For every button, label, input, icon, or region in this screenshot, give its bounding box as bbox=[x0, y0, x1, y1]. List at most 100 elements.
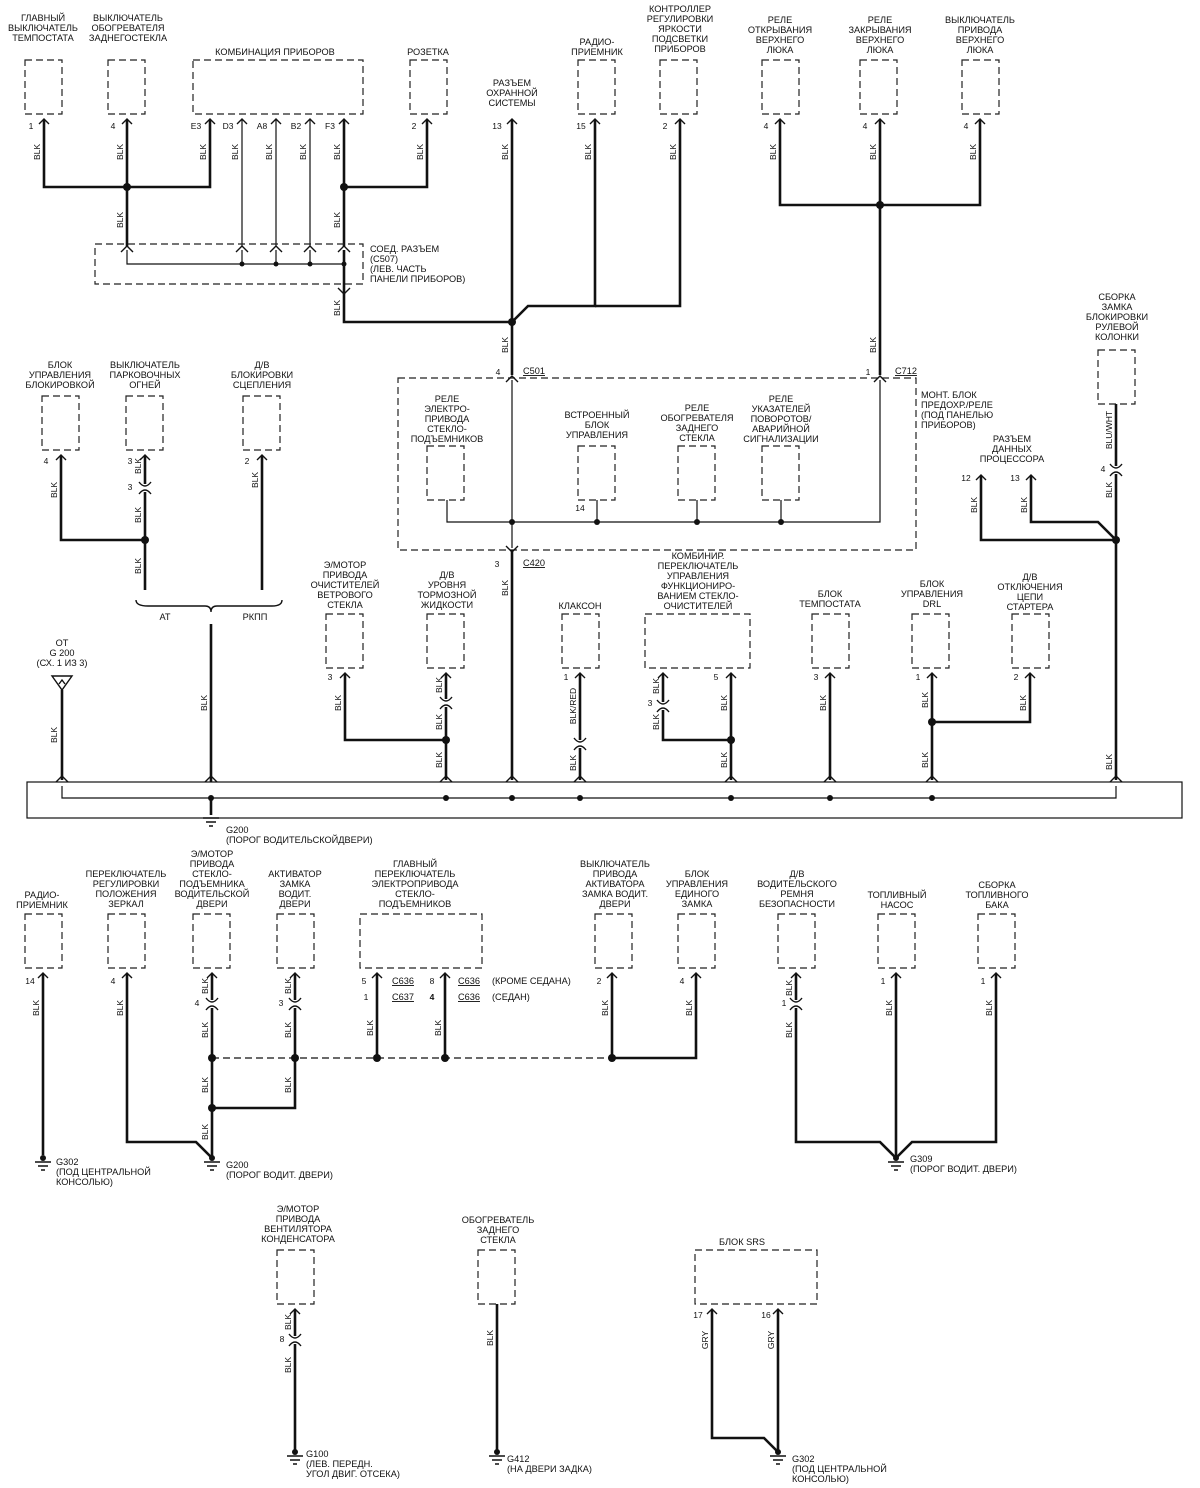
wire-tags-lower: BLK BLK BLK BLK BLK BLK BLK BLK BLK BLK … bbox=[31, 978, 994, 1140]
svg-text:BLK: BLK bbox=[583, 144, 593, 160]
c507-internal bbox=[126, 250, 347, 285]
svg-text:BLK: BLK bbox=[31, 1000, 41, 1016]
pin-c420: 3 bbox=[495, 559, 500, 569]
box-radio-bottom bbox=[24, 913, 63, 969]
pin-dwm: 4 bbox=[195, 998, 200, 1008]
ground-bus-line bbox=[61, 786, 1117, 799]
svg-text:BLK: BLK bbox=[434, 714, 444, 730]
label-radio-top: РАДИО-ПРИЕМНИК bbox=[571, 37, 623, 57]
terminals-top-row bbox=[38, 118, 986, 125]
svg-text:BLK: BLK bbox=[784, 1022, 794, 1038]
pin-mws1: 5 bbox=[362, 976, 367, 986]
svg-text:BLK: BLK bbox=[600, 1000, 610, 1016]
pin-mws2: 8 bbox=[430, 976, 435, 986]
box-clutch-interlock bbox=[242, 395, 281, 451]
pin-clutch: 2 bbox=[245, 456, 250, 466]
svg-text:GRY: GRY bbox=[700, 1331, 710, 1350]
pin-belt: 1 bbox=[782, 998, 787, 1008]
svg-text:BLK: BLK bbox=[332, 212, 342, 228]
svg-text:BLK: BLK bbox=[200, 1022, 210, 1038]
svg-text:BLK: BLK bbox=[415, 144, 425, 160]
svg-text:BLK: BLK bbox=[651, 678, 661, 694]
svg-text:BLK: BLK bbox=[230, 144, 240, 160]
svg-text:BLK: BLK bbox=[500, 144, 510, 160]
svg-text:BLK: BLK bbox=[283, 1077, 293, 1093]
svg-text:BLK: BLK bbox=[133, 507, 143, 523]
box-srs-unit bbox=[694, 1249, 818, 1305]
pin-tank: 1 bbox=[981, 976, 986, 986]
fuse-box-internal-wires bbox=[446, 380, 881, 548]
box-horn bbox=[561, 613, 600, 669]
pin-fan: 8 bbox=[280, 1334, 285, 1344]
pin-mirror: 4 bbox=[111, 976, 116, 986]
box-main-switch-tempostat bbox=[24, 59, 63, 115]
splice-1 bbox=[123, 183, 131, 191]
pin-park: 3 bbox=[128, 456, 133, 466]
box-instrument-cluster bbox=[192, 59, 364, 115]
box-drl-unit bbox=[911, 613, 950, 669]
pin-tempo-unit: 3 bbox=[814, 672, 819, 682]
box-lock-control-unit bbox=[41, 395, 80, 451]
ground-symbols-bottom bbox=[287, 1455, 786, 1465]
box-rear-defogger bbox=[477, 1249, 516, 1305]
svg-text:BLK: BLK bbox=[433, 1020, 443, 1036]
pin-starter: 2 bbox=[1014, 672, 1019, 682]
box-fan-motor bbox=[276, 1249, 315, 1305]
label-except-sedan: (КРОМЕ СЕДАНА) bbox=[492, 976, 571, 986]
pin-c712: 1 bbox=[866, 367, 871, 377]
svg-text:BLK: BLK bbox=[333, 695, 343, 711]
label-radio-bottom: РАДИО-ПРИЕМНИК bbox=[16, 890, 68, 910]
svg-text:BLK: BLK bbox=[32, 144, 42, 160]
svg-text:BLK: BLK bbox=[768, 144, 778, 160]
svg-text:BLK: BLK bbox=[1104, 482, 1114, 498]
svg-text:BLK: BLK bbox=[283, 1357, 293, 1373]
label-g100: G100(ЛЕВ. ПЕРЕДН.УГОЛ ДВИГ. ОТСЕКА) bbox=[306, 1449, 400, 1479]
from-g200-symbol bbox=[50, 675, 74, 780]
box-starter-cut bbox=[1011, 613, 1050, 669]
box-central-lock-unit bbox=[677, 913, 716, 969]
svg-text:BLK: BLK bbox=[198, 144, 208, 160]
terminals-row3 bbox=[339, 672, 1036, 751]
terminals-dlc bbox=[975, 463, 1123, 481]
box-sunroof-switch bbox=[961, 59, 1000, 115]
label-instrument-cluster: КОМБИНАЦИЯ ПРИБОРОВ bbox=[215, 47, 335, 57]
pin-mws3: 1 bbox=[364, 992, 369, 1002]
c507-terminals bbox=[120, 245, 351, 295]
wires-lower bbox=[40, 974, 998, 1161]
svg-text:BLK: BLK bbox=[264, 144, 274, 160]
box-power-window-relay bbox=[426, 445, 465, 501]
pin-mws4: 4 bbox=[430, 992, 435, 1002]
box-rear-defog-relay bbox=[677, 445, 716, 501]
svg-text:BLK: BLK bbox=[115, 144, 125, 160]
pin-dimmer: 2 bbox=[663, 121, 668, 131]
id-c637: C637 bbox=[392, 992, 414, 1002]
svg-text:BLK: BLK bbox=[133, 458, 143, 474]
box-brake-fluid bbox=[426, 613, 465, 669]
box-fuel-tank bbox=[977, 913, 1016, 969]
pin-srs1: 17 bbox=[693, 1310, 703, 1320]
svg-text:BLK: BLK bbox=[332, 144, 342, 160]
wires-top-row bbox=[42, 120, 982, 375]
box-wiper-switch bbox=[644, 613, 751, 669]
box-driver-window-motor bbox=[192, 913, 231, 969]
ground-symbol-g200-top bbox=[203, 817, 219, 827]
svg-text:BLK: BLK bbox=[1104, 754, 1114, 770]
